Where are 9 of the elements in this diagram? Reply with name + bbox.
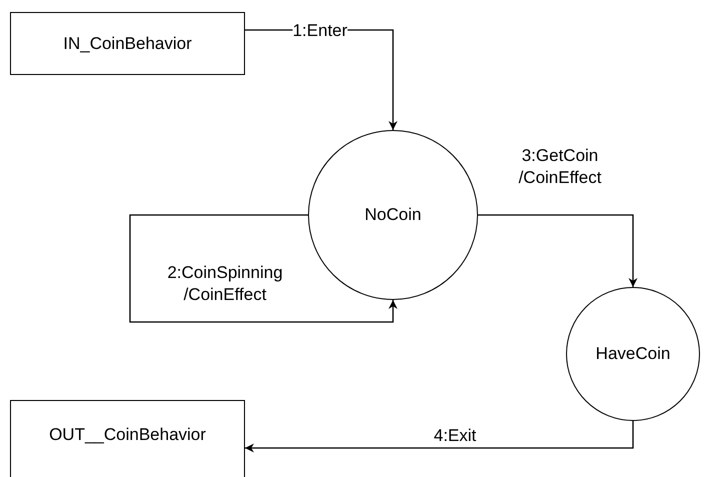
node-label: IN_CoinBehavior: [63, 34, 192, 54]
node-label: HaveCoin: [596, 344, 670, 364]
process-box: [10, 12, 245, 75]
node-label: NoCoin: [364, 205, 422, 225]
arrow: [245, 421, 634, 452]
process-box: [10, 400, 245, 477]
node-label: OUT__CoinBehavior: [49, 425, 206, 445]
arrow: [478, 214, 638, 287]
arrow: [129, 214, 398, 323]
